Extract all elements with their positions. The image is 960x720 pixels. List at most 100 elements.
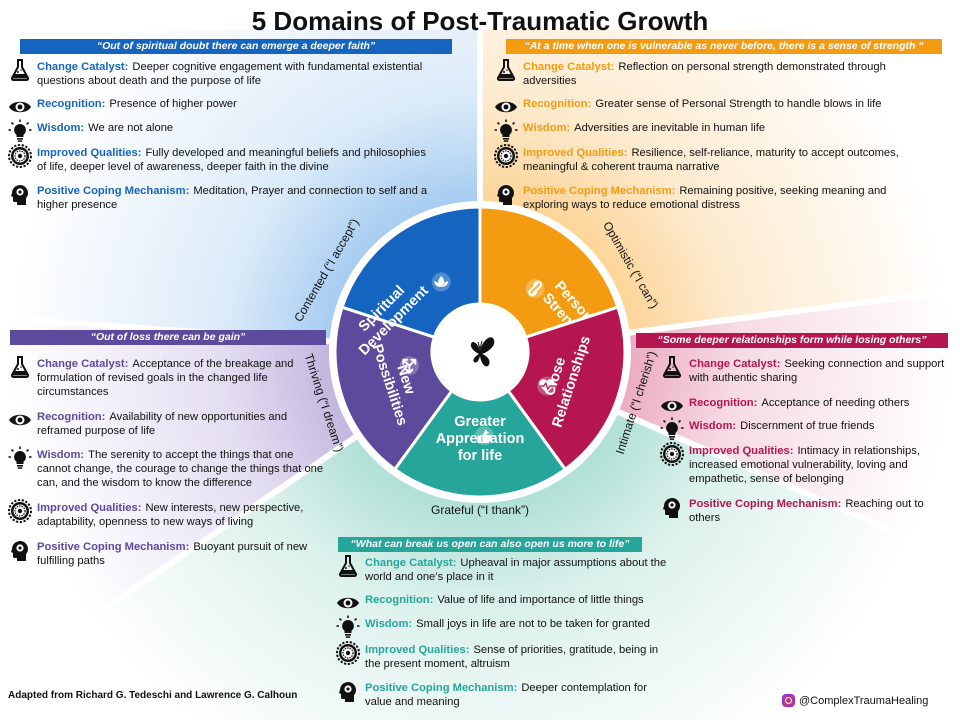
catalyst-label: Change Catalyst:	[689, 358, 781, 370]
personal-coping-item: Positive Coping Mechanism:Remaining posi…	[494, 184, 934, 212]
qualities-label: Improved Qualities:	[523, 147, 628, 159]
lotus-icon	[434, 276, 449, 288]
qualities-value: Sense of priorities, gratitude, being in…	[365, 644, 659, 670]
close-recognition-item: Recognition:Acceptance of needing others	[660, 396, 950, 418]
wisdom-value: Adversities are inevitable in human life	[574, 122, 766, 134]
recognition-value: Acceptance of needing others	[761, 397, 910, 409]
appreciation-name-3: for life	[458, 448, 502, 464]
coping-label: Positive Coping Mechanism:	[37, 541, 190, 553]
wisdom-label: Wisdom:	[37, 122, 85, 134]
appreciation-wisdom-item: Wisdom:Small joys in life are not to be …	[336, 615, 676, 639]
thumbs-up-icon	[477, 429, 492, 443]
catalyst-label: Change Catalyst:	[365, 557, 457, 569]
close-qualities-item: Improved Qualities:Intimacy in relations…	[660, 442, 950, 486]
coping-label: Positive Coping Mechanism:	[523, 185, 676, 197]
catalyst-label: Change Catalyst:	[37, 358, 129, 370]
spiritual-qualities-item: Improved Qualities:Fully developed and m…	[8, 144, 428, 174]
chain-link-icon	[528, 280, 543, 297]
wisdom-label: Wisdom:	[689, 420, 737, 432]
arrows-out-icon	[402, 358, 417, 374]
eye-icon	[336, 591, 360, 615]
personal-sector[interactable]	[478, 205, 620, 340]
flask-icon	[494, 58, 518, 82]
catalyst-value: Reflection on personal strength demonstr…	[523, 61, 886, 87]
close-wisdom-item: Wisdom:Discernment of true friends	[660, 417, 950, 441]
personal-qualities-item: Improved Qualities:Resilience, self-reli…	[494, 144, 934, 174]
close-coping-item: Positive Coping Mechanism:Reaching out t…	[660, 497, 950, 525]
coping-value: Reaching out to others	[689, 498, 924, 524]
wisdom-value: Discernment of true friends	[740, 420, 875, 432]
possibilities-recognition-item: Recognition:Availability of new opportun…	[8, 410, 328, 438]
coping-value: Deeper contemplation for value and meani…	[365, 682, 647, 708]
qualities-label: Improved Qualities:	[37, 147, 142, 159]
recognition-label: Recognition:	[37, 411, 106, 423]
coping-value: Meditation, Prayer and connection to sel…	[37, 185, 428, 211]
recognition-label: Recognition:	[365, 594, 434, 606]
recognition-value: Presence of higher power	[109, 98, 237, 110]
appreciation-coping-item: Positive Coping Mechanism:Deeper contemp…	[336, 681, 676, 709]
head-gear-icon	[660, 495, 684, 519]
qualities-value: Intimacy in relationships, increased emo…	[689, 445, 920, 485]
wisdom-value: Small joys in life are not to be taken f…	[416, 618, 650, 630]
social-handle[interactable]: @ComplexTraumaHealing	[782, 694, 928, 707]
personal-recognition-item: Recognition:Greater sense of Personal St…	[494, 97, 934, 119]
wisdom-label: Wisdom:	[523, 122, 571, 134]
head-gear-icon	[8, 538, 32, 562]
catalyst-label: Change Catalyst:	[523, 61, 615, 73]
recognition-label: Recognition:	[37, 98, 106, 110]
appreciation-quote-banner: “What can break us open can also open us…	[338, 537, 642, 552]
possibilities-wisdom-item: Wisdom:The serenity to accept the things…	[8, 446, 328, 490]
coping-value: Remaining positive, seeking meaning and …	[523, 185, 887, 211]
lightbulb-icon	[336, 615, 360, 639]
spiritual-catalyst-item: Change Catalyst:Deeper cognitive engagem…	[8, 58, 428, 88]
catalyst-value: Acceptance of the breakage and formulati…	[37, 358, 294, 398]
flask-icon	[8, 355, 32, 379]
possibilities-qualities-item: Improved Qualities:New interests, new pe…	[8, 499, 328, 529]
butterfly-icon	[470, 337, 495, 367]
wisdom-label: Wisdom:	[37, 449, 85, 461]
personal-quote-banner: “At a time when one is vulnerable as nev…	[506, 39, 942, 54]
flower-gear-icon	[8, 499, 32, 523]
appreciation-sector[interactable]	[392, 388, 568, 499]
recognition-value: Availability of new opportunities and re…	[37, 411, 288, 437]
heart-pulse-icon	[539, 379, 555, 394]
recognition-value: Greater sense of Personal Strength to ha…	[595, 98, 882, 110]
spiritual-sector[interactable]	[340, 205, 482, 340]
appreciation-recognition-item: Recognition:Value of life and importance…	[336, 593, 676, 615]
lightbulb-icon	[8, 446, 32, 470]
wisdom-value: The serenity to accept the things that o…	[37, 449, 324, 489]
lightbulb-icon	[8, 119, 32, 143]
lightbulb-icon	[494, 119, 518, 143]
appreciation-catalyst-item: Change Catalyst:Upheaval in major assump…	[336, 555, 676, 584]
possibilities-quote-banner: “Out of loss there can be gain”	[10, 330, 326, 345]
flower-gear-icon	[8, 144, 32, 168]
recognition-label: Recognition:	[689, 397, 758, 409]
eye-icon	[660, 394, 684, 418]
page-title: 5 Domains of Post-Traumatic Growth	[251, 6, 709, 36]
qualities-value: Resilience, self-reliance, maturity to a…	[523, 147, 899, 173]
appreciation-ray	[0, 352, 960, 720]
personal-catalyst-item: Change Catalyst:Reflection on personal s…	[494, 58, 934, 88]
spiritual-coping-item: Positive Coping Mechanism:Meditation, Pr…	[8, 184, 428, 212]
flower-gear-icon	[494, 144, 518, 168]
spiritual-wisdom-item: Wisdom:We are not alone	[8, 119, 428, 143]
possibilities-sector[interactable]	[333, 305, 454, 472]
qualities-value: Fully developed and meaningful beliefs a…	[37, 147, 426, 173]
coping-value: Buoyant pursuit of new fulfilling paths	[37, 541, 308, 567]
catalyst-value: Upheaval in major assumptions about the …	[365, 557, 667, 583]
qualities-label: Improved Qualities:	[37, 502, 142, 514]
appreciation-name-1: Greater	[454, 414, 506, 430]
coping-label: Positive Coping Mechanism:	[689, 498, 842, 510]
possibilities-catalyst-item: Change Catalyst:Acceptance of the breaka…	[8, 355, 328, 399]
flower-gear-icon	[336, 641, 360, 665]
flower-gear-icon	[660, 442, 684, 466]
eye-icon	[494, 95, 518, 119]
appreciation-qualities-item: Improved Qualities:Sense of priorities, …	[336, 641, 676, 671]
head-gear-icon	[336, 679, 360, 703]
flask-icon	[8, 58, 32, 82]
eye-icon	[8, 408, 32, 432]
qualities-label: Improved Qualities:	[365, 644, 470, 656]
attribution: Adapted from Richard G. Tedeschi and Law…	[8, 690, 298, 701]
wisdom-label: Wisdom:	[365, 618, 413, 630]
catalyst-value: Seeking connection and support with auth…	[689, 358, 945, 384]
